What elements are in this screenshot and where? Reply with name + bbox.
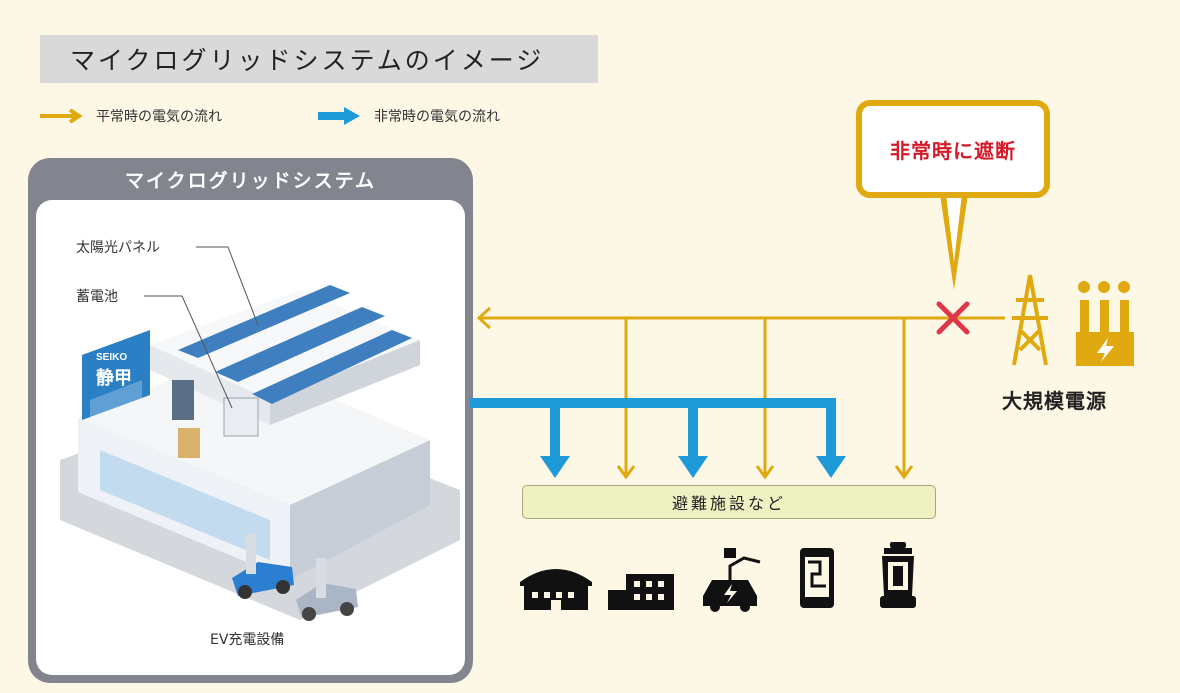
legend-normal: 平常時の電気の流れ [40,104,222,128]
emergency-flow-lines [470,398,846,478]
building-illustration [60,285,460,621]
transmission-tower-icon [1012,274,1048,366]
solar-panel-label: 太陽光パネル [76,240,160,256]
emergency-flow-arrow-icon [318,107,360,125]
power-plant-icon [1012,274,1134,366]
page-title: マイクログリッドシステムのイメージ [40,35,598,83]
ev-charging-icon [703,548,761,612]
ev-charging-label: EV充電設備 [210,632,284,648]
smartphone-icon [800,548,834,608]
cutoff-cross-icon [936,301,970,335]
microgrid-title: マイクログリッドシステム [124,170,377,192]
normal-flow-lines [476,306,1005,480]
callout-pointer [940,194,968,290]
legend-emergency-label: 非常時の電気の流れ [374,109,500,125]
lantern-icon [880,542,916,608]
factory-icon [1076,281,1134,366]
cutoff-callout: 非常時に遮断 [856,100,1050,198]
gymnasium-icon [520,569,592,610]
sign-brand: SEIKO [96,352,127,363]
battery-label: 蓄電池 [76,289,118,305]
car-silver [296,583,358,621]
facility-icons [520,542,916,612]
power-source-label: 大規模電源 [1002,389,1107,413]
legend-normal-label: 平常時の電気の流れ [96,109,222,125]
sign-name: 静甲 [96,367,132,389]
leader-lines [144,246,259,409]
evacuation-box: 避難施設など [522,485,936,519]
normal-flow-arrow-icon [40,109,83,123]
sign-text: SEIKO 静甲 [96,352,132,389]
legend-emergency: 非常時の電気の流れ [318,104,500,128]
building-icon [608,574,674,610]
